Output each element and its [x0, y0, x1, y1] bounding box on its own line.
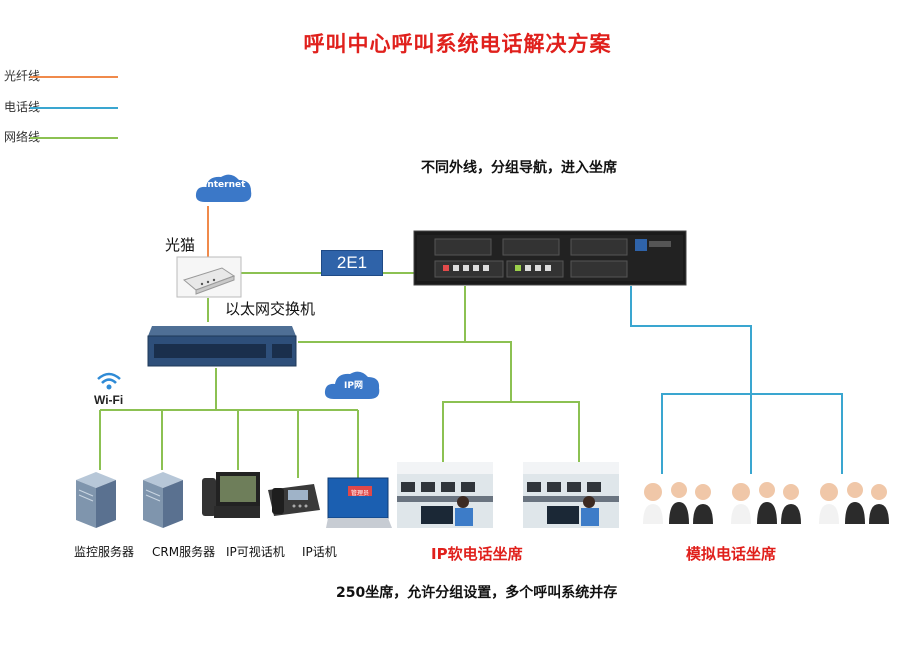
- laptop-icon: [326, 477, 392, 528]
- optical-modem-label: 光猫: [165, 236, 196, 254]
- ip-seat-office-image-1: [397, 462, 493, 528]
- gateway-device-icon: [413, 230, 687, 286]
- ip-phone-label: IP话机: [302, 545, 337, 559]
- ip-seats-label: IP软电话坐席: [431, 545, 523, 563]
- analog-seats-label: 模拟电话坐席: [686, 545, 777, 563]
- footer-caption: 250坐席，允许分组设置，多个呼叫系统并存: [336, 585, 618, 601]
- legend-network-label: 网络线: [4, 130, 41, 144]
- ip-phone-icon: [268, 484, 320, 516]
- e1-badge: 2E1: [321, 250, 383, 276]
- network-line-ipseats-bus: [442, 401, 580, 470]
- analog-seat-agents-image-2: [721, 474, 807, 524]
- wifi-label: Wi-Fi: [94, 393, 124, 407]
- legend-fiber-line: [30, 76, 118, 78]
- switch-label: 以太网交换机: [225, 300, 316, 318]
- crm-server-label: CRM服务器: [152, 545, 216, 559]
- ip-video-phone-icon: [202, 472, 260, 518]
- monitor-server-icon: [76, 472, 116, 528]
- gateway-caption: 不同外线，分组导航，进入坐席: [421, 160, 617, 176]
- internet-label: Internet: [204, 180, 246, 190]
- crm-server-icon: [143, 472, 183, 528]
- legend-phone-line: [30, 107, 118, 109]
- laptop-screen-text: 管理员: [351, 490, 370, 497]
- network-line-switch-ipseats: [298, 341, 512, 402]
- analog-seat-agents-image-1: [633, 474, 719, 524]
- legend-fiber-label: 光纤线: [4, 69, 41, 83]
- legend-network-line: [30, 137, 118, 139]
- ip-seat-office-image-2: [523, 462, 619, 528]
- ethernet-switch-icon: [147, 326, 297, 367]
- wifi-icon: [97, 372, 121, 390]
- internet-cloud-icon: [195, 174, 252, 202]
- legend-phone-label: 电话线: [4, 100, 41, 114]
- diagram-title: 呼叫中心呼叫系统电话解决方案: [303, 32, 612, 56]
- optical-modem-icon: [176, 256, 242, 298]
- ip-network-cloud-icon: [324, 371, 380, 399]
- ip-network-label: IP网: [344, 381, 363, 391]
- ip-video-phone-label: IP可视话机: [226, 545, 285, 559]
- phone-line-gateway-analog: [630, 286, 752, 394]
- analog-seat-agents-image-3: [809, 474, 895, 524]
- monitor-server-label: 监控服务器: [74, 545, 135, 559]
